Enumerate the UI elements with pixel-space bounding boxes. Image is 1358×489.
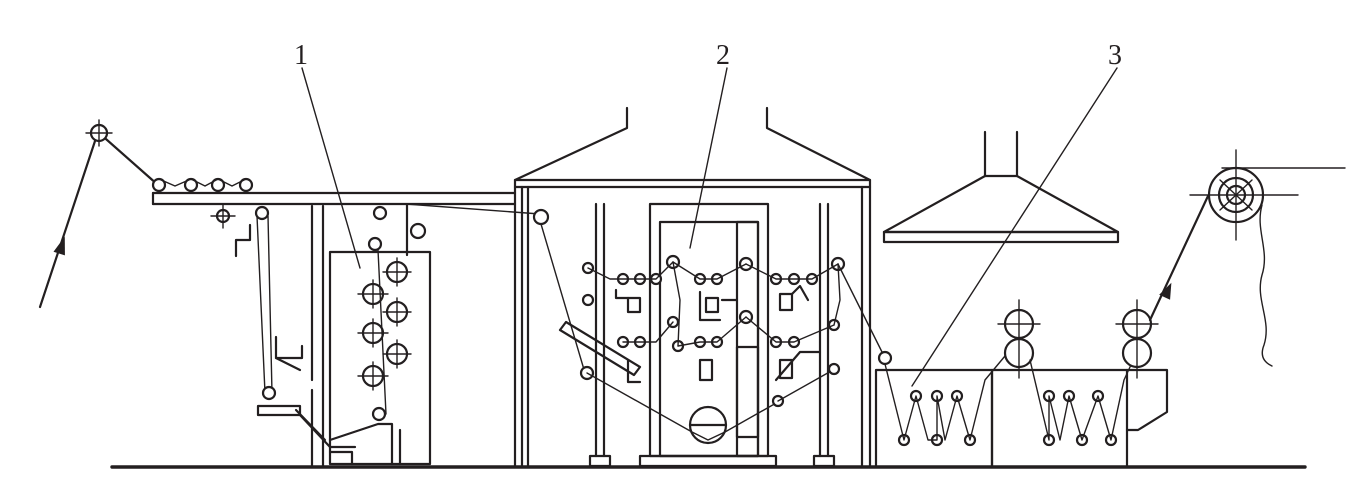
feed-in-section (38, 119, 517, 469)
callouts: 1 2 3 (294, 40, 1122, 387)
unit-2-steamer (405, 106, 872, 469)
unit-1-padder (328, 203, 432, 466)
take-up-section (1148, 149, 1346, 367)
label-2: 2 (716, 40, 730, 71)
label-3: 3 (1108, 40, 1122, 71)
unit-1-rollers (357, 249, 412, 422)
unit-3-wash-tanks (837, 130, 1169, 469)
label-1: 1 (294, 40, 308, 71)
